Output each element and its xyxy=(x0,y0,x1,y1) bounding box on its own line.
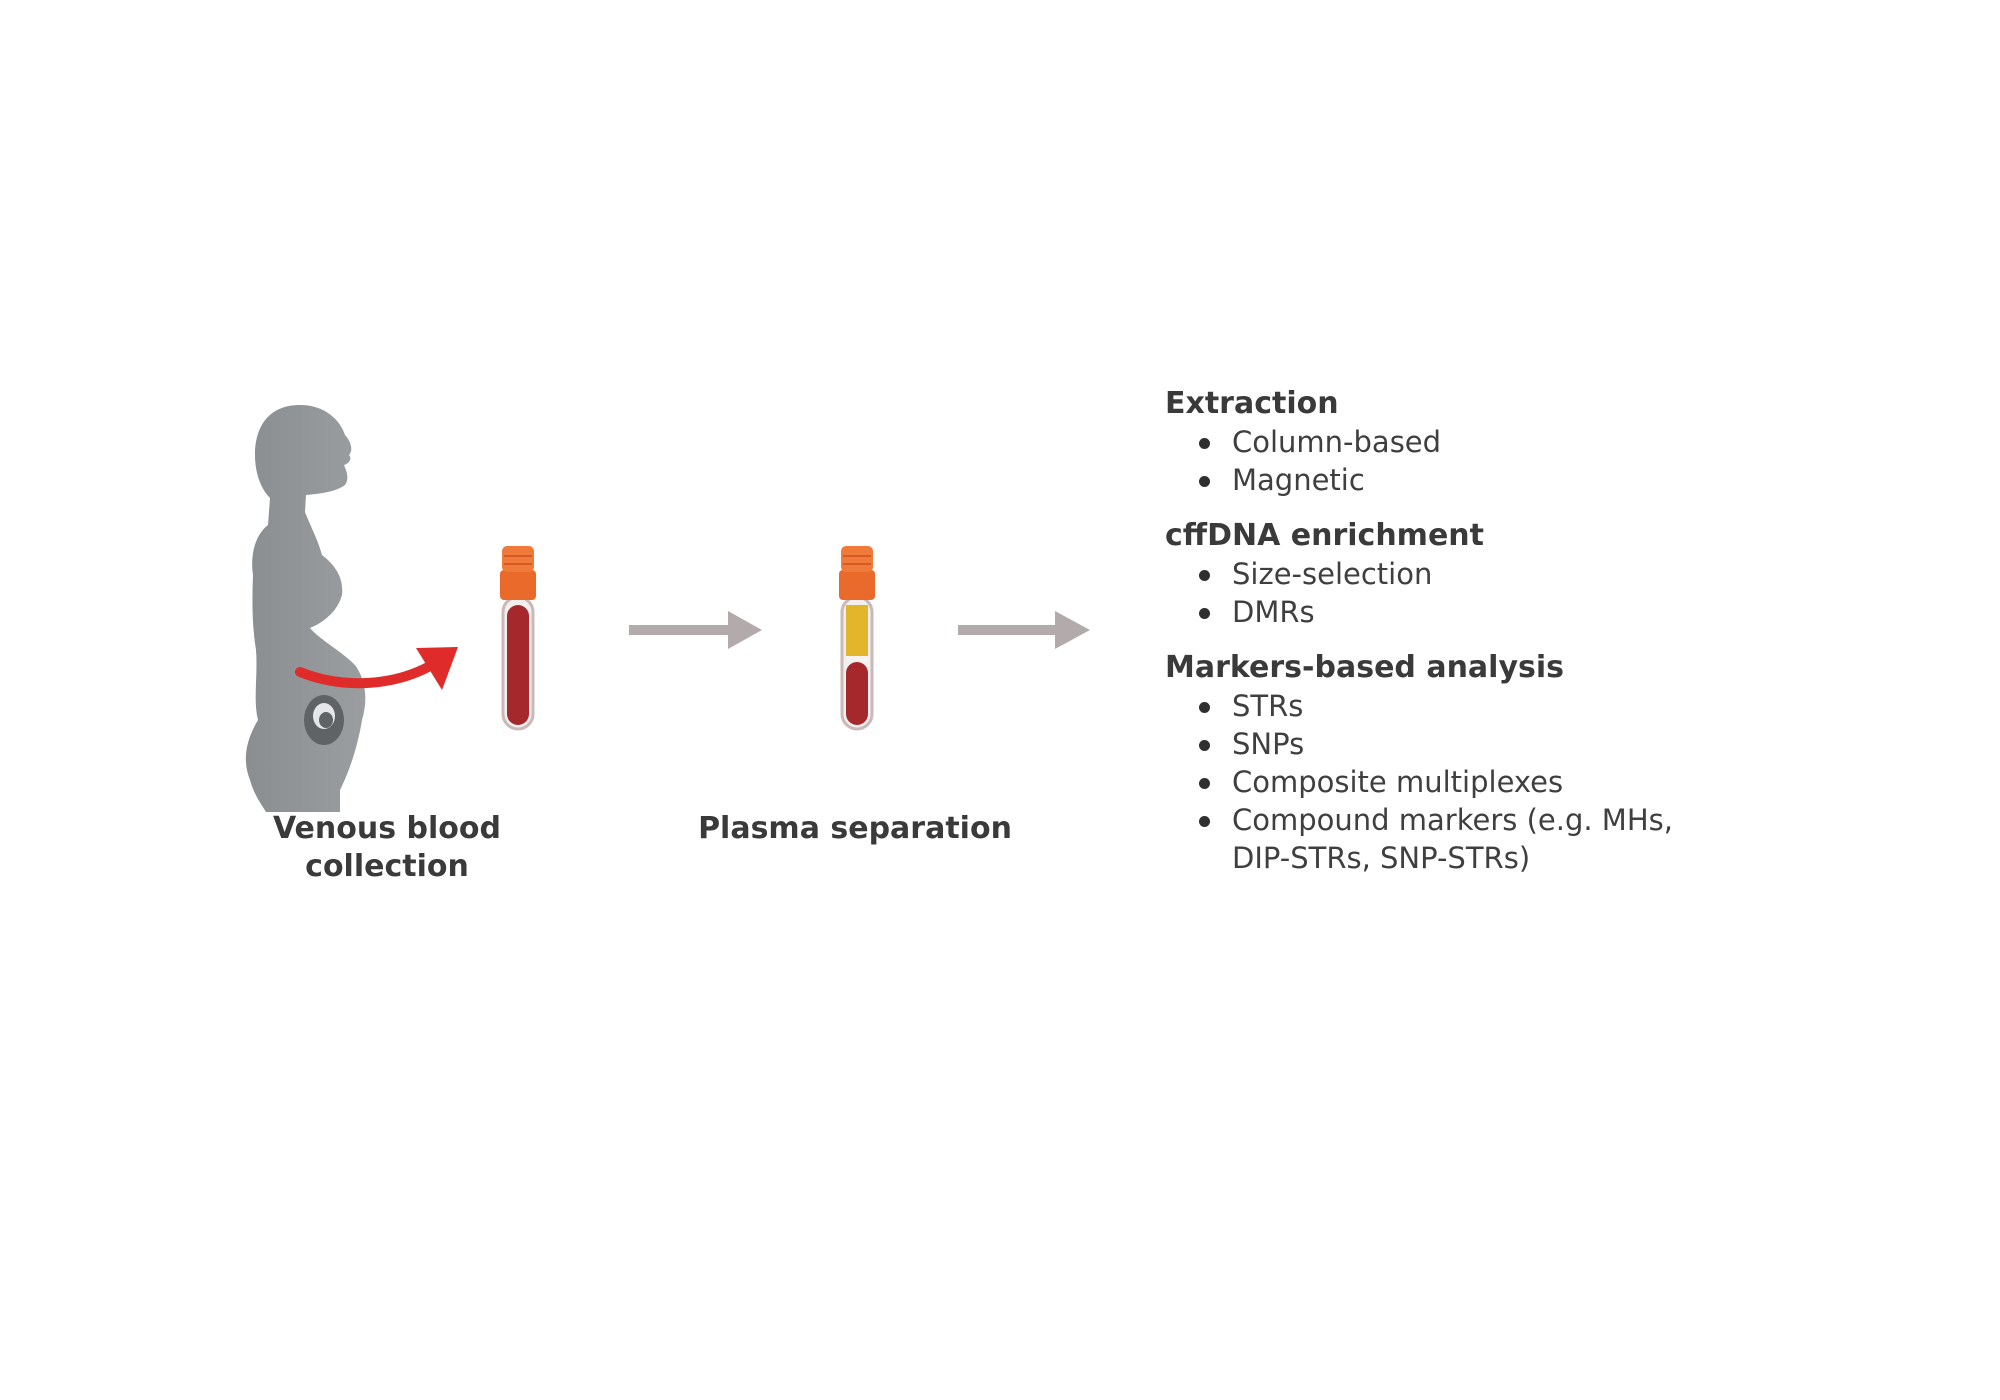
enrichment-section: cffDNA enrichment Size-selection DMRs xyxy=(1165,517,1725,631)
pregnant-woman-silhouette-icon xyxy=(245,405,366,812)
list-item: STRs xyxy=(1199,687,1725,725)
methods-list: Extraction Column-based Magnetic cffDNA … xyxy=(1165,385,1725,895)
venous-blood-collection-caption: Venous blood collection xyxy=(232,810,542,886)
list-item: SNPs xyxy=(1199,725,1725,763)
separated-plasma-tube-icon xyxy=(839,546,875,731)
section-title: Markers-based analysis xyxy=(1165,650,1565,685)
caption-line: Venous blood xyxy=(272,811,501,846)
list-item: DMRs xyxy=(1199,593,1725,631)
caption-line: collection xyxy=(305,849,469,884)
plasma-separation-caption: Plasma separation xyxy=(698,811,1012,846)
arrow-right-icon xyxy=(958,611,1090,649)
bullet-list: STRs SNPs Composite multiplexes Compound… xyxy=(1165,687,1725,877)
bullet-list: Size-selection DMRs xyxy=(1165,555,1725,631)
bullet-list: Column-based Magnetic xyxy=(1165,423,1725,499)
list-item: Magnetic xyxy=(1199,461,1725,499)
extraction-section: Extraction Column-based Magnetic xyxy=(1165,385,1725,499)
list-item: Compound markers (e.g. MHs, xyxy=(1199,801,1725,839)
list-item: Composite multiplexes xyxy=(1199,763,1725,801)
blood-draw-arrow-icon xyxy=(295,647,458,690)
whole-blood-tube-icon xyxy=(500,546,536,731)
list-item: Column-based xyxy=(1199,423,1725,461)
list-item: Size-selection xyxy=(1199,555,1725,593)
section-title: cffDNA enrichment xyxy=(1165,518,1484,553)
section-title: Extraction xyxy=(1165,386,1339,421)
list-item-continuation: DIP-STRs, SNP-STRs) xyxy=(1232,841,1531,875)
markers-analysis-section: Markers-based analysis STRs SNPs Composi… xyxy=(1165,649,1725,877)
arrow-right-icon xyxy=(629,611,762,649)
